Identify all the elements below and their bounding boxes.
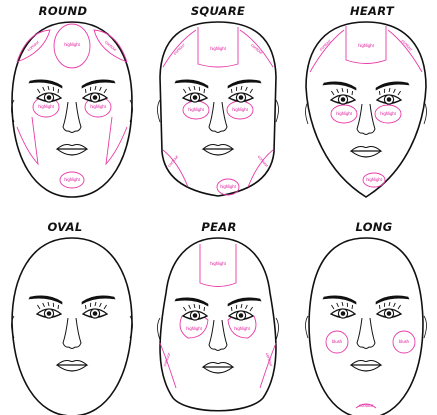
zone-label-blush: blush [399, 339, 410, 344]
face-outline [309, 238, 423, 415]
eyelash [352, 91, 353, 95]
zone-label-highlight: highlight [220, 184, 236, 189]
ear [424, 316, 427, 338]
eyelash [231, 307, 232, 311]
pupil [47, 311, 52, 316]
pupil [93, 311, 98, 316]
eyelash [58, 305, 59, 309]
pupil [239, 313, 244, 318]
pupil [387, 311, 392, 316]
eyelash [58, 89, 59, 93]
pupil [193, 95, 198, 100]
pupil [93, 95, 98, 100]
face-square: highlightcontourcontourhighlighthighligh… [158, 22, 279, 196]
pupil [341, 97, 346, 102]
zone-label-highlight: highlight [186, 326, 202, 331]
face-long: blush blush contour [306, 238, 427, 415]
eyelash [85, 89, 86, 93]
zone-label-highlight: highlight [210, 46, 226, 51]
zone-label-highlight: highlight [336, 111, 352, 116]
face-oval [12, 238, 133, 415]
pupil [193, 313, 198, 318]
zone-label-highlight: highlight [188, 107, 204, 112]
ear [276, 100, 279, 122]
pupil [387, 97, 392, 102]
eyelash [231, 89, 232, 93]
zone-label-highlight: highlight [358, 43, 374, 48]
zone-label-highlight: highlight [232, 107, 248, 112]
ear [158, 100, 161, 122]
pupil [239, 95, 244, 100]
eyelash [85, 305, 86, 309]
zone-label-highlight: highlight [64, 42, 80, 47]
face-round: highlightcontourcontourhighlighthighligh… [12, 22, 133, 197]
zone-label-contour: contour [359, 403, 374, 408]
eyelash [379, 91, 380, 95]
eyelash [352, 305, 353, 309]
eyelash [379, 305, 380, 309]
face-outline [12, 238, 132, 415]
zone-label-highlight: highlight [210, 261, 226, 266]
zone-label-highlight: highlight [234, 326, 250, 331]
zone-label-highlight: highlight [64, 177, 80, 182]
pupil [341, 311, 346, 316]
pupil [47, 95, 52, 100]
eyelash [204, 307, 205, 311]
face-heart: highlightcontourcontourhighlighthighligh… [306, 22, 427, 197]
zone-label-highlight: highlight [38, 104, 54, 109]
eyelash [204, 89, 205, 93]
ear [306, 316, 309, 338]
face-pear: highlighthighlighthighlightcontourcontou… [158, 238, 279, 411]
zone-label-highlight: highlight [366, 177, 382, 182]
zone-label-highlight: highlight [380, 111, 396, 116]
zone-label-highlight: highlight [90, 104, 106, 109]
zone-label-blush: blush [332, 339, 343, 344]
